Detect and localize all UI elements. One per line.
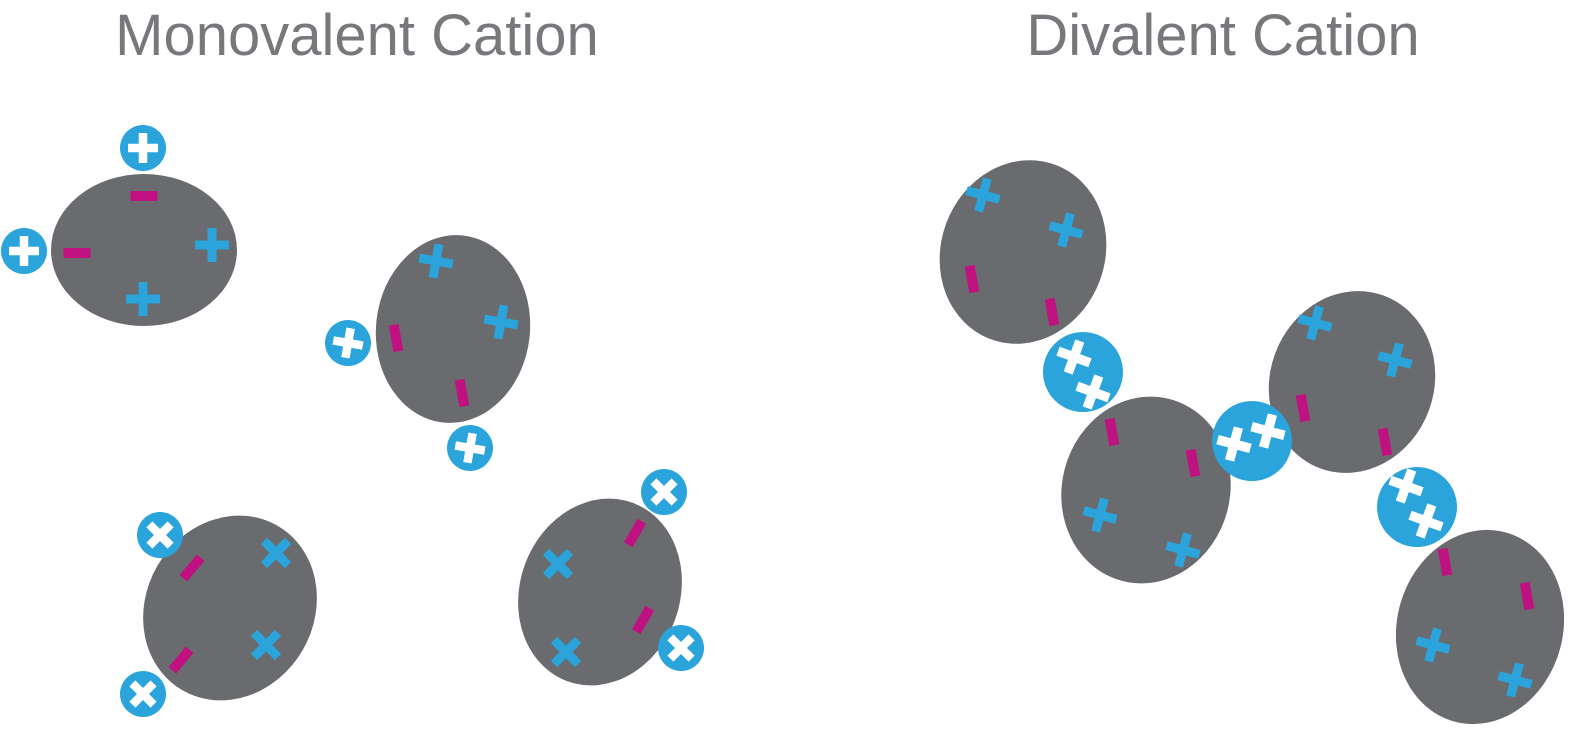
particle-body bbox=[1395, 529, 1565, 725]
minus-charge-icon bbox=[168, 646, 194, 674]
minus-charge-icon bbox=[964, 264, 980, 294]
plus-charge-icon bbox=[1497, 662, 1533, 698]
charged-particle bbox=[518, 498, 682, 686]
minus-charge-icon bbox=[388, 323, 404, 353]
plus-charge-icon bbox=[965, 177, 1001, 213]
minus-charge-icon bbox=[1104, 417, 1120, 447]
charged-particle bbox=[143, 515, 317, 701]
plus-charge-icon bbox=[1048, 212, 1084, 248]
plus-charge-icon bbox=[483, 304, 519, 340]
minus-charge-icon bbox=[454, 378, 470, 408]
minus-charge-icon bbox=[1295, 393, 1311, 423]
monovalent-cation bbox=[658, 625, 704, 671]
plus-symbol-icon bbox=[1056, 339, 1092, 375]
plus-symbol-icon bbox=[1075, 374, 1111, 410]
charged-particle bbox=[939, 160, 1107, 344]
charged-particle bbox=[51, 174, 237, 326]
minus-charge-icon bbox=[179, 554, 205, 582]
plus-charge-icon bbox=[1297, 305, 1333, 341]
divalent-cation bbox=[1377, 467, 1457, 547]
panel-monovalent bbox=[1, 125, 704, 717]
plus-charge-icon bbox=[542, 548, 574, 580]
monovalent-cation bbox=[137, 512, 183, 558]
plus-symbol-icon bbox=[1388, 468, 1424, 504]
plus-charge-icon bbox=[260, 537, 292, 569]
plus-charge-icon bbox=[550, 636, 582, 668]
monovalent-cation bbox=[120, 671, 166, 717]
plus-symbol-icon bbox=[1408, 503, 1444, 539]
plus-charge-icon bbox=[1415, 627, 1451, 663]
particle-body bbox=[375, 235, 531, 423]
charged-particle bbox=[1061, 396, 1231, 584]
plus-symbol-icon bbox=[667, 634, 695, 662]
plus-symbol-icon bbox=[129, 680, 157, 708]
minus-charge-icon bbox=[1519, 581, 1535, 611]
charged-particle bbox=[1268, 291, 1436, 473]
plus-symbol-icon bbox=[650, 478, 678, 506]
monovalent-cation bbox=[1, 228, 47, 274]
plus-symbol-icon bbox=[128, 133, 158, 163]
plus-charge-icon bbox=[1377, 342, 1413, 378]
plus-symbol-icon bbox=[9, 236, 39, 266]
panel-divalent bbox=[939, 160, 1565, 725]
charged-particle bbox=[375, 235, 531, 423]
charged-particle bbox=[1395, 529, 1565, 725]
plus-symbol-icon bbox=[332, 327, 364, 359]
particle-body bbox=[1061, 396, 1231, 584]
plus-charge-icon bbox=[250, 629, 282, 661]
minus-charge-icon bbox=[1377, 427, 1393, 457]
monovalent-cation bbox=[120, 125, 166, 171]
plus-charge-icon bbox=[1165, 532, 1201, 568]
minus-charge-icon bbox=[1044, 297, 1060, 327]
monovalent-cation bbox=[325, 320, 371, 366]
particle-body bbox=[939, 160, 1107, 344]
plus-charge-icon bbox=[195, 228, 229, 262]
plus-symbol-icon bbox=[1216, 426, 1252, 462]
minus-charge-icon bbox=[63, 248, 91, 258]
panel-title-monovalent: Monovalent Cation bbox=[115, 3, 599, 68]
minus-charge-icon bbox=[1185, 448, 1201, 478]
minus-charge-icon bbox=[1437, 547, 1453, 577]
monovalent-cation bbox=[641, 469, 687, 515]
minus-charge-icon bbox=[130, 191, 158, 201]
plus-symbol-icon bbox=[1250, 413, 1286, 449]
minus-charge-icon bbox=[631, 605, 655, 635]
panel-title-divalent: Divalent Cation bbox=[1026, 3, 1420, 68]
minus-charge-icon bbox=[623, 518, 647, 548]
divalent-cation bbox=[1043, 332, 1123, 412]
plus-charge-icon bbox=[1082, 497, 1118, 533]
divalent-cation bbox=[1212, 401, 1292, 481]
plus-symbol-icon bbox=[454, 432, 486, 464]
plus-symbol-icon bbox=[146, 521, 174, 549]
particle-body bbox=[518, 498, 682, 686]
particle-body bbox=[51, 174, 237, 326]
plus-charge-icon bbox=[126, 282, 160, 316]
plus-charge-icon bbox=[418, 243, 454, 279]
monovalent-cation bbox=[447, 425, 493, 471]
